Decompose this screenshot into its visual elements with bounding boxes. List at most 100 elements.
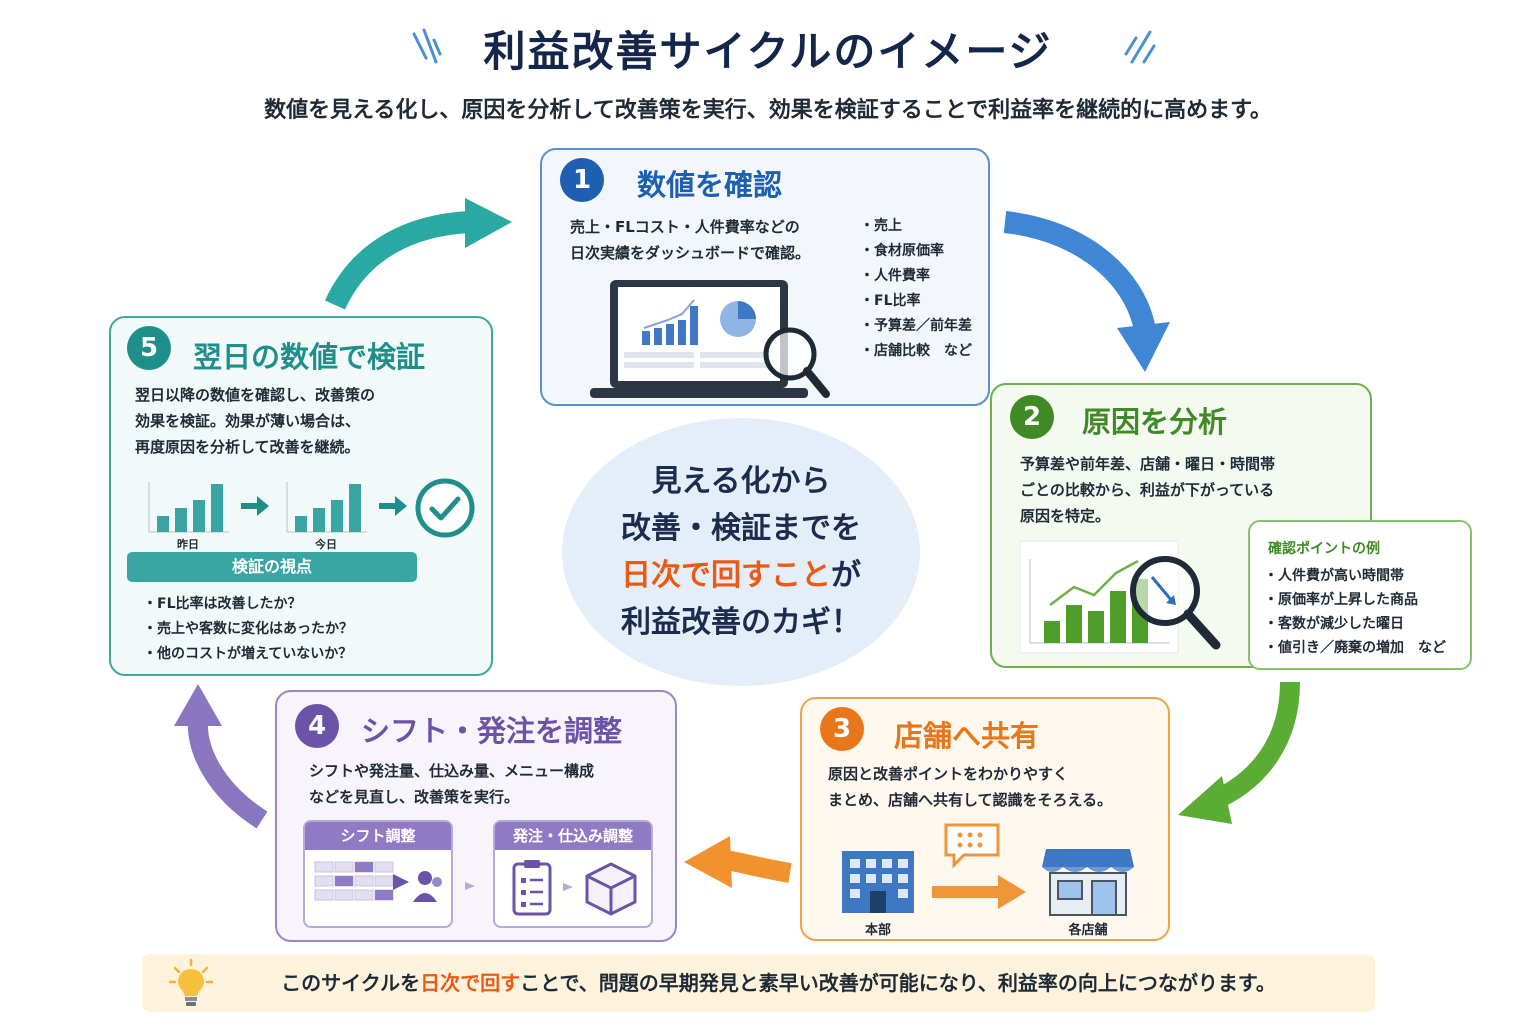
step-5-card: 5 翌日の数値で検証 翌日以降の数値を確認し、改善策の 効果を検証。効果が薄い場… bbox=[109, 316, 493, 676]
arrow-1-to-2 bbox=[1003, 211, 1156, 333]
list-item: ・店舗比較 など bbox=[860, 343, 972, 359]
check-points-box: 確認ポイントの例 ・人件費が高い時間帯 ・原価率が上昇した商品 ・客数が減少した… bbox=[1248, 520, 1472, 670]
magnifier-icon bbox=[763, 327, 830, 398]
step-1-badge: 1 bbox=[560, 158, 604, 202]
lightbulb-icon bbox=[168, 958, 214, 1006]
title-deco-right bbox=[1122, 28, 1158, 70]
step-2-card: 2 原因を分析 予算差や前年差、店舗・曜日・時間帯 ごとの比較から、利益が下がっ… bbox=[990, 383, 1372, 668]
check-points-list: ・人件費が高い時間帯 ・原価率が上昇した商品 ・客数が減少した曜日 ・値引き／廃… bbox=[1264, 564, 1446, 660]
yesterday-label: 昨日 bbox=[177, 538, 199, 551]
step-2-text-1: 予算差や前年差、店舗・曜日・時間帯 bbox=[1020, 455, 1276, 473]
center-line-1: 見える化から bbox=[651, 464, 831, 499]
check-circle-icon bbox=[415, 478, 475, 538]
step-3-text-2: まとめ、店舗へ共有して認識をそろえる。 bbox=[828, 791, 1113, 809]
center-line-2: 改善・検証までを bbox=[621, 511, 861, 546]
list-item: ・予算差／前年差 bbox=[860, 318, 972, 334]
arrow-1-to-2-head bbox=[1117, 322, 1170, 372]
center-oval bbox=[562, 418, 920, 686]
arrow-right-icon bbox=[241, 496, 269, 516]
laptop-dashboard-icon bbox=[590, 280, 830, 398]
step-1-text-2: 日次実績をダッシュボードで確認。 bbox=[570, 244, 811, 262]
arrow-2-to-3-head bbox=[1178, 776, 1232, 824]
store-icon bbox=[1042, 849, 1134, 916]
share-arrow-icon bbox=[932, 875, 1026, 909]
box-icon bbox=[585, 862, 637, 916]
list-item: ・売上 bbox=[860, 218, 902, 234]
list-item: ・FL比率 bbox=[860, 293, 921, 309]
step-1-title: 数値を確認 bbox=[637, 168, 783, 202]
shift-adjust-panel: シフト調整 bbox=[303, 820, 453, 928]
footer-post: ことで、問題の早期発見と素早い改善が可能になり、利益率の向上につながります。 bbox=[520, 971, 1276, 995]
today-label: 今日 bbox=[315, 538, 337, 551]
step-2-text-3: 原因を特定。 bbox=[1020, 507, 1111, 525]
center-message: 見える化から 改善・検証までを 日次で回すことが 利益改善のカギ！ bbox=[562, 458, 920, 646]
arrow-3-to-4 bbox=[723, 850, 792, 883]
hq-label: 本部 bbox=[864, 923, 891, 938]
office-building-icon bbox=[842, 851, 914, 913]
step-4-text-1: シフトや発注量、仕込み量、メニュー構成 bbox=[309, 762, 595, 780]
order-prep-header: 発注・仕込み調整 bbox=[495, 822, 651, 850]
center-line-3-rest: が bbox=[831, 558, 861, 593]
footer-highlight: 日次で回す bbox=[420, 971, 521, 995]
step-1-text-1: 売上・FLコスト・人件費率などの bbox=[570, 218, 800, 236]
list-item: ・原価率が上昇した商品 bbox=[1264, 592, 1418, 608]
step-4-title: シフト・発注を調整 bbox=[361, 714, 623, 748]
chat-bubble-icon bbox=[944, 823, 1000, 869]
step-4-text-2: などを見直し、改善策を実行。 bbox=[309, 788, 520, 806]
today-chart-icon bbox=[286, 482, 367, 533]
yesterday-chart-icon bbox=[148, 482, 229, 533]
step-2-badge: 2 bbox=[1010, 395, 1054, 439]
footer-pre: このサイクルを bbox=[281, 971, 421, 995]
check-points-title: 確認ポイントの例 bbox=[1268, 541, 1380, 557]
panel-link-arrow bbox=[465, 882, 475, 890]
step-3-title: 店舗へ共有 bbox=[894, 719, 1040, 753]
clipboard-icon bbox=[512, 860, 552, 916]
arrow-2-to-3 bbox=[1210, 681, 1300, 810]
center-line-4: 利益改善のカギ！ bbox=[621, 605, 861, 640]
stores-label: 各店舗 bbox=[1068, 923, 1108, 938]
step-2-text-2: ごとの比較から、利益が下がっている bbox=[1020, 481, 1275, 499]
center-highlight: 日次で回すこと bbox=[621, 558, 831, 593]
step-4-card: 4 シフト・発注を調整 シフトや発注量、仕込み量、メニュー構成 などを見直し、改… bbox=[275, 690, 677, 942]
step-3-card: 3 店舗へ共有 原因と改善ポイントをわかりやすく まとめ、店舗へ共有して認識をそ… bbox=[800, 697, 1170, 941]
list-item: ・人件費が高い時間帯 bbox=[1264, 568, 1404, 584]
small-arrow bbox=[563, 883, 573, 891]
bar-chart-icon bbox=[1020, 540, 1221, 654]
list-item: ・食材原価率 bbox=[860, 243, 944, 259]
list-item: ・売上や客数に変化はあったか？ bbox=[143, 621, 353, 637]
arrow-right-icon bbox=[379, 496, 407, 516]
verify-viewpoint-header: 検証の視点 bbox=[127, 552, 417, 582]
list-item: ・人件費率 bbox=[860, 268, 930, 284]
people-icon bbox=[413, 871, 442, 902]
shift-adjust-header: シフト調整 bbox=[305, 822, 451, 850]
list-item: ・FL比率は改善したか？ bbox=[143, 596, 302, 612]
magnifier-icon bbox=[1130, 556, 1221, 650]
arrow-4-to-5-head bbox=[174, 684, 222, 726]
step-1-metrics-list: ・売上 ・食材原価率 ・人件費率 ・FL比率 ・予算差／前年差 ・店舗比較 など bbox=[860, 214, 972, 364]
step-5-text-3: 再度原因を分析して改善を継続。 bbox=[135, 438, 360, 456]
list-item: ・客数が減少した曜日 bbox=[1264, 616, 1404, 632]
step-3-badge: 3 bbox=[820, 707, 864, 751]
step-5-text-2: 効果を検証。効果が薄い場合は、 bbox=[135, 412, 361, 430]
footer-banner bbox=[142, 954, 1375, 1012]
page-subtitle: 数値を見える化し、原因を分析して改善策を実行、効果を検証することで利益率を継続的… bbox=[264, 98, 1272, 123]
title-deco-left bbox=[408, 28, 444, 70]
arrow-3-to-4-head bbox=[684, 836, 732, 888]
arrow-5-to-1 bbox=[324, 211, 471, 310]
page-title: 利益改善サイクルのイメージ bbox=[483, 27, 1053, 76]
verify-checks-list: ・FL比率は改善したか？ ・売上や客数に変化はあったか？ ・他のコストが増えてい… bbox=[143, 592, 353, 667]
step-5-title: 翌日の数値で検証 bbox=[193, 340, 426, 374]
step-4-badge: 4 bbox=[295, 704, 339, 748]
schedule-icon bbox=[314, 861, 442, 902]
order-prep-panel: 発注・仕込み調整 bbox=[493, 820, 653, 928]
list-item: ・他のコストが増えていないか？ bbox=[143, 646, 353, 662]
step-2-title: 原因を分析 bbox=[1082, 405, 1228, 439]
step-5-badge: 5 bbox=[127, 326, 171, 370]
center-line-3: 日次で回すことが bbox=[562, 552, 920, 599]
list-item: ・値引き／廃棄の増加 など bbox=[1264, 640, 1446, 656]
arrow-5-to-1-head bbox=[465, 198, 512, 248]
footer-message: このサイクルを日次で回すことで、問題の早期発見と素早い改善が可能になり、利益率の… bbox=[142, 954, 1375, 1012]
step-5-text-1: 翌日以降の数値を確認し、改善策の bbox=[135, 386, 376, 404]
arrow-4-to-5 bbox=[187, 719, 268, 829]
